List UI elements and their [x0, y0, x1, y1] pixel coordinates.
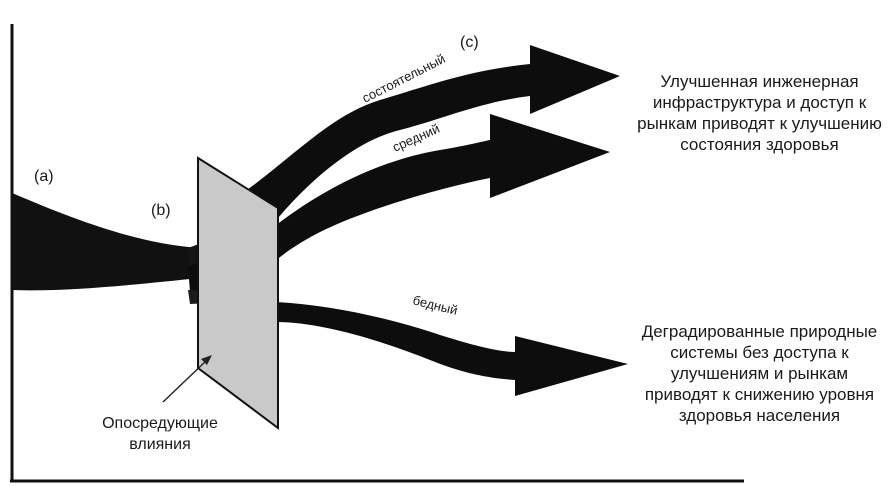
outcome-bottom-line-5: здоровья населения	[678, 406, 841, 425]
marker-a: (a)	[34, 168, 54, 185]
outcome-top-line-1: Улучшенная инженерная	[660, 72, 859, 91]
outcome-bottom-line-4: приводят к снижению уровня	[644, 385, 875, 404]
mediator-panel	[197, 156, 279, 430]
marker-c: (c)	[460, 34, 479, 51]
marker-b: (b)	[151, 202, 171, 219]
outcome-bottom-line-3: улучшениям и рынкам	[670, 364, 849, 383]
mediator-pointer	[162, 359, 208, 403]
wealthy-stream-arrow	[240, 45, 620, 228]
poor-stream-arrow	[276, 302, 628, 396]
outcome-bottom-line-1: Деградированные природные	[641, 322, 878, 341]
mediator-pointer-head	[201, 355, 212, 365]
outcome-top-line-4: состояния здоровья	[680, 135, 839, 154]
mediator-label-line-1: Опосредующие	[102, 415, 218, 432]
outcome-top-line-3: рынкам приводят к улучшению	[637, 114, 882, 133]
middle-stream-arrow	[270, 114, 610, 262]
outcome-top: Улучшенная инженерная инфраструктура и д…	[632, 71, 887, 155]
label-poor: бедный	[411, 292, 459, 318]
incoming-trunk	[12, 193, 200, 291]
outcome-bottom-line-2: системы без доступа к	[670, 343, 849, 362]
mediator-label: Опосредующие влияния	[90, 413, 230, 455]
outcome-bottom: Деградированные природные системы без до…	[632, 321, 887, 426]
mediator-label-line-2: влияния	[129, 436, 191, 453]
outcome-top-line-2: инфраструктура и доступ к	[652, 93, 867, 112]
